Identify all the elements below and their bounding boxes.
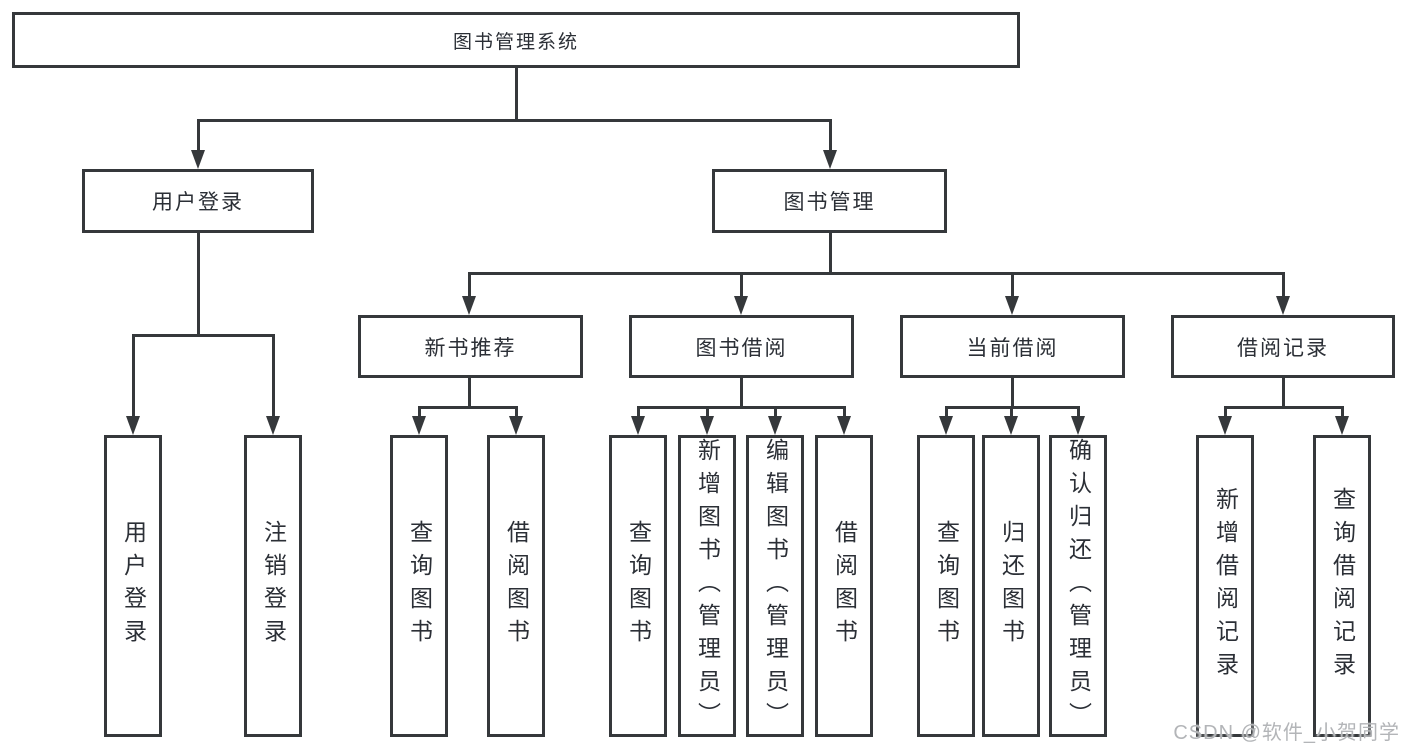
connector-line [1341,406,1344,419]
leaf-add-borrow-record: 新增借阅记录 [1196,435,1254,737]
connector-line [829,233,832,274]
node-library-system: 图书管理系统 [12,12,1020,68]
arrow-down-icon [631,416,645,435]
node-label: 当前借阅 [966,336,1059,360]
node-new-book-recommend: 新书推荐 [358,315,583,378]
connector-line [468,272,1285,275]
connector-line [1282,272,1285,299]
connector-line [468,272,471,299]
connector-line [515,406,518,419]
arrow-down-icon [126,416,140,435]
arrow-down-icon [1071,416,1085,435]
leaf-logout: 注销登录 [244,435,302,737]
connector-line [515,68,518,121]
node-label: 新书推荐 [424,336,517,360]
node-current-borrow: 当前借阅 [900,315,1125,378]
arrow-down-icon [837,416,851,435]
connector-line [774,406,777,419]
node-user-login: 用户登录 [82,169,314,233]
connector-line [843,406,846,419]
connector-line [740,272,743,299]
arrow-down-icon [1335,416,1349,435]
node-label: 借阅记录 [1237,336,1329,360]
leaf-query-books-current: 查询图书 [917,435,975,737]
arrow-down-icon [823,150,837,169]
connector-line [197,119,200,153]
node-book-management: 图书管理 [712,169,947,233]
leaf-edit-books-admin: 编辑图书（管理员） [746,435,804,737]
arrow-down-icon [768,416,782,435]
leaf-label: 编辑图书（管理员） [762,438,789,735]
connector-line [740,378,743,408]
arrow-down-icon [939,416,953,435]
leaf-query-books-borrow: 查询图书 [609,435,667,737]
leaf-label: 新增图书（管理员） [694,438,721,735]
connector-line [197,233,200,336]
csdn-watermark: CSDN @软件_小贺同学 [1173,722,1400,744]
connector-line [1224,406,1343,409]
leaf-label: 注销登录 [260,520,287,652]
arrow-down-icon [509,416,523,435]
arrow-down-icon [191,150,205,169]
arrow-down-icon [1276,296,1290,315]
leaf-borrow-books-recommend: 借阅图书 [487,435,545,737]
leaf-label: 查询图书 [625,520,652,652]
node-borrow-records: 借阅记录 [1171,315,1395,378]
connector-line [1010,406,1013,419]
arrow-down-icon [700,416,714,435]
node-label: 图书管理 [783,191,876,214]
arrow-down-icon [412,416,426,435]
connector-line [272,334,275,418]
connector-line [468,378,471,408]
leaf-label: 用户登录 [120,520,147,652]
leaf-label: 借阅图书 [503,520,530,652]
leaf-label: 新增借阅记录 [1212,487,1239,685]
leaf-confirm-return-admin: 确认归还（管理员） [1049,435,1107,737]
leaf-query-borrow-record: 查询借阅记录 [1313,435,1371,737]
connector-line [132,334,275,337]
leaf-label: 查询图书 [933,520,960,652]
arrow-down-icon [462,296,476,315]
connector-line [418,406,518,409]
connector-line [132,334,135,418]
connector-line [637,406,846,409]
leaf-label: 借阅图书 [831,520,858,652]
connector-line [1011,378,1014,408]
arrow-down-icon [1005,296,1019,315]
node-book-borrow: 图书借阅 [629,315,854,378]
leaf-add-books-admin: 新增图书（管理员） [678,435,736,737]
leaf-query-books-recommend: 查询图书 [390,435,448,737]
connector-line [197,119,832,122]
node-label: 图书管理系统 [452,31,579,53]
connector-line [1077,406,1080,419]
node-label: 图书借阅 [695,336,788,360]
leaf-label: 查询图书 [406,520,433,652]
leaf-user-login: 用户登录 [104,435,162,737]
connector-line [1282,378,1285,408]
arrow-down-icon [1218,416,1232,435]
connector-line [637,406,640,419]
connector-line [1011,272,1014,299]
arrow-down-icon [266,416,280,435]
leaf-return-books: 归还图书 [982,435,1040,737]
leaf-label: 归还图书 [998,520,1025,652]
node-label: 用户登录 [152,191,244,214]
connector-line [1224,406,1227,419]
connector-line [706,406,709,419]
arrow-down-icon [1004,416,1018,435]
arrow-down-icon [734,296,748,315]
connector-line [945,406,948,419]
leaf-label: 确认归还（管理员） [1065,438,1092,735]
connector-line [418,406,421,419]
leaf-label: 查询借阅记录 [1329,487,1356,685]
leaf-borrow-books: 借阅图书 [815,435,873,737]
connector-line [829,119,832,153]
